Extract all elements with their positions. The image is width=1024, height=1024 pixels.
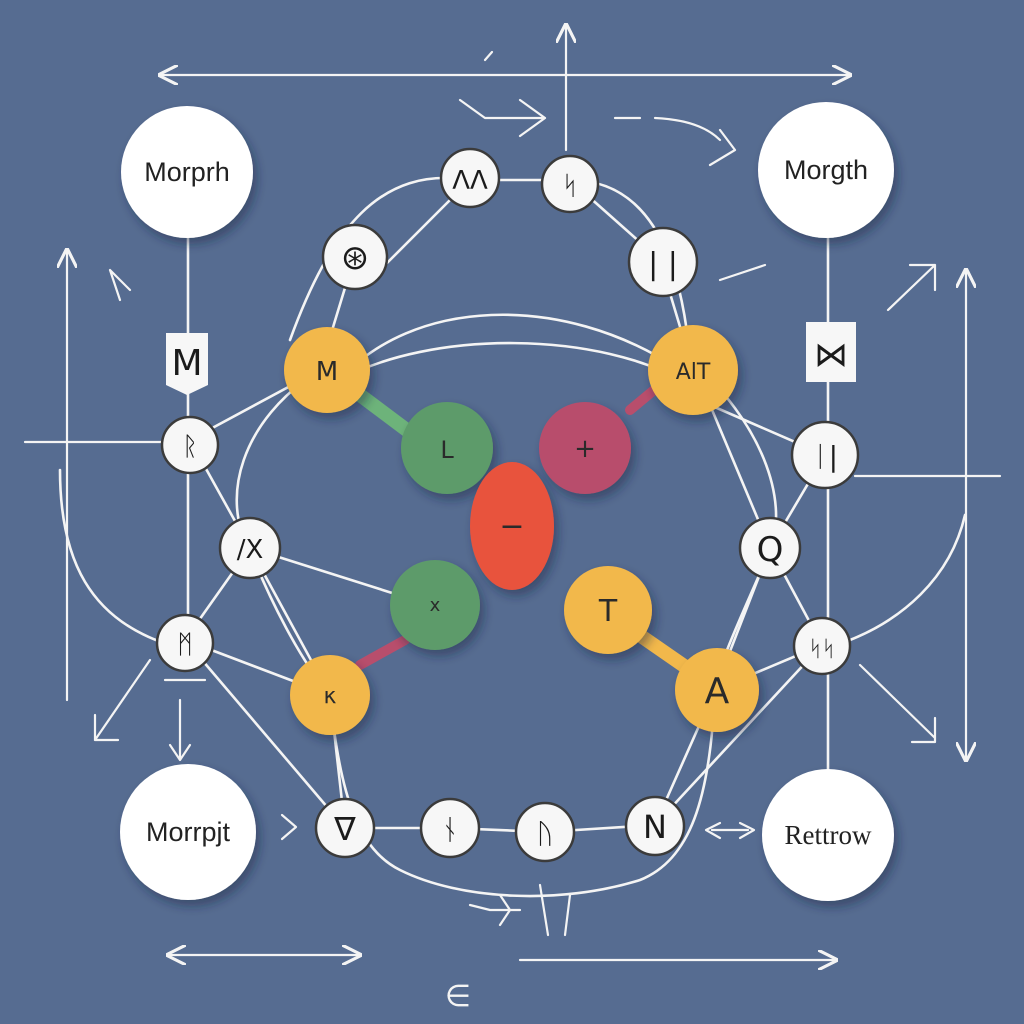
main-nodes: Morprh Morgth Morrpjt Rettrow <box>120 102 894 901</box>
color-node-minus-shape <box>470 462 554 590</box>
color-node-minus-label: − <box>499 509 524 544</box>
arrow-glyph-1 <box>458 98 547 138</box>
main-node-bottom-right-label: Rettrow <box>785 820 872 850</box>
symbol-node-4-label: | | <box>648 247 678 282</box>
color-node-plus-label: + <box>574 434 596 464</box>
box-right[interactable]: ⋈ <box>806 322 856 382</box>
footer-symbol: ∈ <box>445 979 471 1014</box>
symbol-node-1[interactable]: ΛΛ <box>439 147 501 209</box>
color-node-x-label: x <box>430 595 441 616</box>
color-node-alt-circle <box>648 325 738 415</box>
arrow-glyph-6 <box>280 813 298 841</box>
arrow-glyph-4 <box>858 663 937 744</box>
edge-inner-arc <box>338 313 682 382</box>
symbol-node-7-label: ᛗ <box>177 630 193 660</box>
symbol-node-11[interactable]: ∇ <box>314 797 376 859</box>
color-node-alt[interactable]: AlT <box>648 325 738 415</box>
symbol-node-6-label: /X <box>237 535 264 565</box>
main-node-top-right-label: Morgth <box>784 155 868 185</box>
color-node-m-circle <box>284 327 370 413</box>
color-node-minus[interactable]: − <box>470 462 554 590</box>
color-node-m-label: M <box>316 357 338 387</box>
symbol-node-8-label: ᛁ| <box>812 440 838 473</box>
arrow-glyph-2 <box>613 116 737 167</box>
symbol-node-4[interactable]: | | <box>627 226 699 298</box>
symbol-node-3-label: ⊛ <box>341 238 370 278</box>
color-node-alt-label: AlT <box>676 360 711 385</box>
main-node-top-right[interactable] <box>758 102 894 238</box>
color-node-a-circle <box>675 648 759 732</box>
arrow-glyph-7 <box>704 821 756 840</box>
color-node-plus-circle <box>539 402 631 494</box>
arrow-glyph-12 <box>483 50 494 62</box>
color-node-x-circle <box>390 560 480 650</box>
arrow-glyph-9 <box>163 678 207 762</box>
edge-left-curve <box>58 468 172 647</box>
color-nodes: M AlT L + − x T A <box>284 325 759 735</box>
box-left-label: M <box>171 343 202 384</box>
edge-w <box>183 638 347 830</box>
symbol-node-2[interactable]: ᛋ <box>540 154 600 214</box>
main-node-bottom-left-label: Morrpjt <box>146 817 231 847</box>
color-node-k[interactable]: κ <box>290 655 370 735</box>
color-node-a[interactable]: A <box>675 648 759 732</box>
symbol-node-9[interactable]: Q <box>738 516 802 580</box>
symbol-node-14-label: N <box>643 808 667 846</box>
color-node-a-label: A <box>705 671 730 712</box>
frame-arrows <box>23 25 1002 960</box>
symbol-node-11-label: ∇ <box>333 810 356 848</box>
color-node-l[interactable]: L <box>401 402 493 494</box>
edge-x <box>653 643 824 827</box>
symbol-node-14[interactable]: N <box>624 795 686 857</box>
main-node-top-left[interactable] <box>121 106 253 238</box>
box-left[interactable]: M <box>166 333 208 395</box>
symbol-node-10[interactable]: ᛋᛋ <box>792 616 852 676</box>
symbol-node-5[interactable]: ᚱ <box>160 415 220 475</box>
edge-right-curve <box>848 513 967 642</box>
symbol-node-5-label: ᚱ <box>182 432 198 462</box>
symbol-node-9-label: Q <box>757 530 784 570</box>
color-node-m[interactable]: M <box>284 327 370 413</box>
color-node-k-label: κ <box>324 684 337 709</box>
color-node-t-label: T <box>598 594 618 629</box>
main-node-bottom-right[interactable] <box>762 769 894 901</box>
edge-ring-bottom <box>328 688 717 898</box>
symbol-nodes: ΛΛ ᛋ ⊛ | | ᚱ /X ᛗ ᛁ| Q ᛋᛋ ∇ ᚾ ᚢ N <box>155 147 860 863</box>
color-node-l-label: L <box>440 436 454 464</box>
box-right-label: ⋈ <box>814 335 848 375</box>
color-node-k-circle <box>290 655 370 735</box>
symbol-node-3[interactable]: ⊛ <box>321 223 389 291</box>
arrow-glyph-11 <box>718 263 767 282</box>
arrow-glyph-8 <box>468 883 572 937</box>
edge-inner-arc-2 <box>338 341 692 387</box>
symbol-node-1-label: ΛΛ <box>452 166 488 196</box>
connector-pink-2 <box>355 635 410 670</box>
color-node-t-circle <box>564 566 652 654</box>
arrow-glyph-5 <box>93 658 152 742</box>
color-node-t[interactable]: T <box>564 566 652 654</box>
main-node-bottom-left[interactable] <box>120 764 256 900</box>
symbol-node-2-label: ᛋ <box>562 171 578 201</box>
color-node-l-circle <box>401 402 493 494</box>
symbol-node-10-label: ᛋᛋ <box>809 637 835 662</box>
symbol-node-7[interactable]: ᛗ <box>155 613 215 673</box>
symbol-node-13[interactable]: ᚢ <box>514 801 576 863</box>
symbol-node-8[interactable]: ᛁ| <box>790 420 860 490</box>
symbol-node-6[interactable]: /X <box>218 516 282 580</box>
symbol-node-13-label: ᚢ <box>537 817 554 850</box>
arrow-glyph-10 <box>108 268 132 302</box>
symbol-node-12-label: ᚾ <box>442 813 459 846</box>
color-node-plus[interactable]: + <box>539 402 631 494</box>
symbol-node-12[interactable]: ᚾ <box>419 797 481 859</box>
arrow-glyph-3 <box>886 263 937 312</box>
color-node-x[interactable]: x <box>390 560 480 650</box>
main-node-top-left-label: Morprh <box>144 157 230 187</box>
